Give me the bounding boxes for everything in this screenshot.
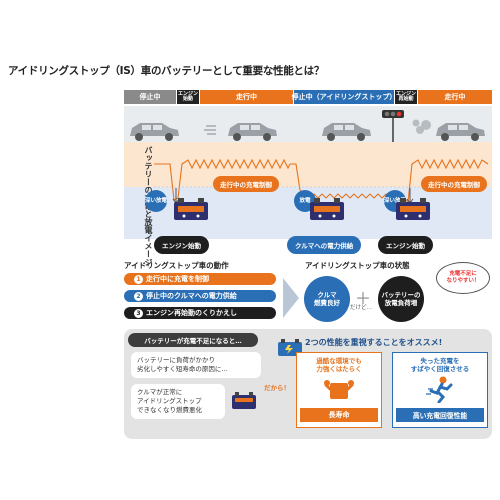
charge-control-label-1: 走行中の充電制御 xyxy=(213,176,279,192)
strong-battery-icon xyxy=(324,380,354,399)
power-supply-pill: クルマへの電力供給 xyxy=(287,236,362,254)
discharge-load-circle: バッテリーの 放電負荷増 xyxy=(378,276,424,322)
car-stopped-icon xyxy=(322,123,371,141)
battery-icon-3 xyxy=(396,198,430,220)
car-moving-icon xyxy=(228,123,277,141)
phase-driving-2: 走行中 xyxy=(418,90,492,104)
engine-start-pill: エンジン始動 xyxy=(154,236,209,254)
charge-control-label-2: 走行中の充電制御 xyxy=(421,176,487,192)
long-life-label: 長寿命 xyxy=(300,408,378,422)
phase-stopped: 停止中 xyxy=(124,90,176,104)
operation-item-num: 3 xyxy=(134,308,143,318)
fuel-efficiency-circle: クルマ 燃費良好 xyxy=(304,276,350,322)
deep-discharge-badge-1: 深い放電 xyxy=(145,190,167,212)
operation-item-text: エンジン再始動のくりかえし xyxy=(146,309,237,317)
issue-bubble-1: バッテリーに負荷がかかり 劣化しやすく短寿命の原因に… xyxy=(131,352,261,378)
chevron-right-icon xyxy=(283,278,299,318)
car-restart-icon xyxy=(436,123,485,141)
recommend-heading: 2つの性能を重視することをオススメ! xyxy=(305,338,443,347)
fast-recovery-desc: 失った充電を すばやく回復させる xyxy=(410,357,470,373)
question-banner: バッテリーが充電不足になると… xyxy=(128,333,258,347)
fast-recovery-label: 高い充電回復性能 xyxy=(396,408,484,422)
road-illustrations xyxy=(130,110,485,142)
engine-start-pill-2: エンジン始動 xyxy=(378,236,433,254)
long-life-desc: 過酷な環境でも 力強くはたらく xyxy=(316,357,362,373)
operation-item-1: 1 走行中に充電を制御 xyxy=(124,273,276,285)
phase-driving: 走行中 xyxy=(200,90,293,104)
phase-engine-start: エンジン 始動 xyxy=(177,90,199,104)
traffic-light-icon xyxy=(382,110,404,142)
phase-idling-stop: 停止中（アイドリングストップ） xyxy=(292,90,396,104)
battery-icon-2 xyxy=(310,198,344,220)
car-icon xyxy=(130,123,179,141)
page-title: アイドリングストップ（IS）車のバッテリーとして重要な性能とは？ xyxy=(8,65,325,77)
battery-icon xyxy=(174,198,208,220)
running-icon xyxy=(426,376,453,404)
battery-tired-icon xyxy=(232,392,256,409)
operation-item-text: 走行中に充電を制御 xyxy=(146,275,209,283)
plus-icon: ＋ xyxy=(355,289,372,308)
issue-bubble-2: クルマが正常に アイドリングストップ できなくなり燃費悪化 xyxy=(131,384,225,419)
operation-item-num: 1 xyxy=(134,274,143,284)
phase-engine-restart: エンジン 再始動 xyxy=(395,90,417,104)
operation-item-3: 3 エンジン再始動のくりかえし xyxy=(124,307,276,319)
therefore-text: だから！ xyxy=(264,384,290,392)
operation-item-2: 2 停止中のクルマへの電力供給 xyxy=(124,290,276,302)
status-heading: アイドリングストップ車の状態 xyxy=(305,261,410,270)
operation-item-text: 停止中のクルマへの電力供給 xyxy=(146,292,237,300)
operation-item-num: 2 xyxy=(134,291,143,301)
operation-heading: アイドリングストップ車の動作 xyxy=(124,261,229,270)
but-text: だけど… xyxy=(350,305,373,311)
warning-bubble: 充電不足に なりやすい！ xyxy=(436,262,490,294)
exhaust-smoke-icon xyxy=(412,119,431,134)
